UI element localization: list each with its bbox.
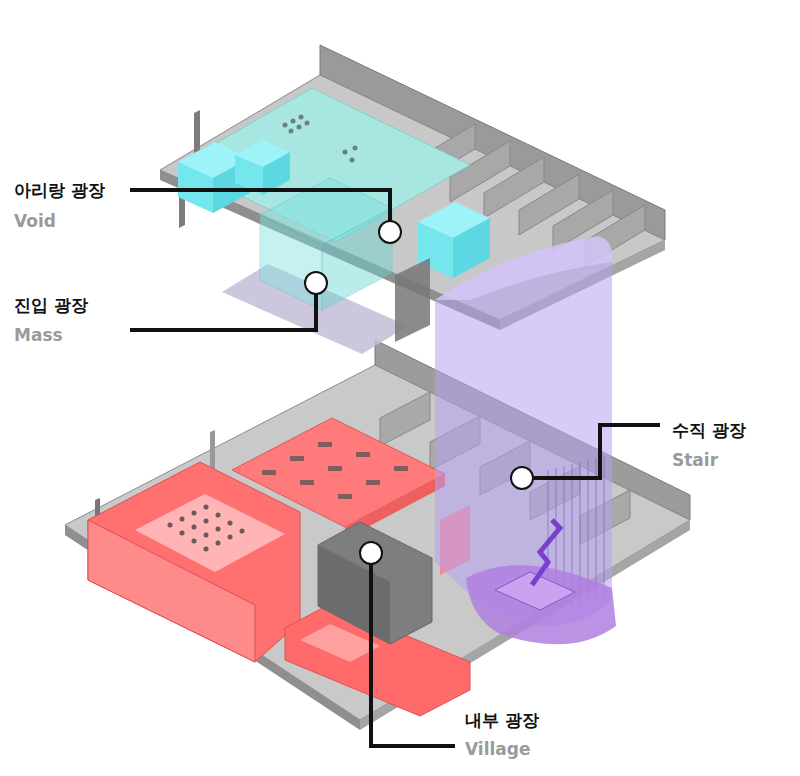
callout-subtitle: Mass (14, 324, 63, 346)
vertical-column (435, 236, 616, 644)
callout-subtitle: Stair (672, 449, 718, 471)
callout-title: 수직 광장 (672, 419, 746, 441)
callout-title: 아리랑 광장 (14, 179, 105, 201)
callout-dots (305, 221, 533, 564)
callout-title: 내부 광장 (465, 709, 539, 731)
leader-lines (130, 190, 660, 746)
callout-subtitle: Void (14, 210, 56, 232)
callout-subtitle: Village (465, 738, 531, 760)
callout-title: 진입 광장 (14, 294, 88, 316)
